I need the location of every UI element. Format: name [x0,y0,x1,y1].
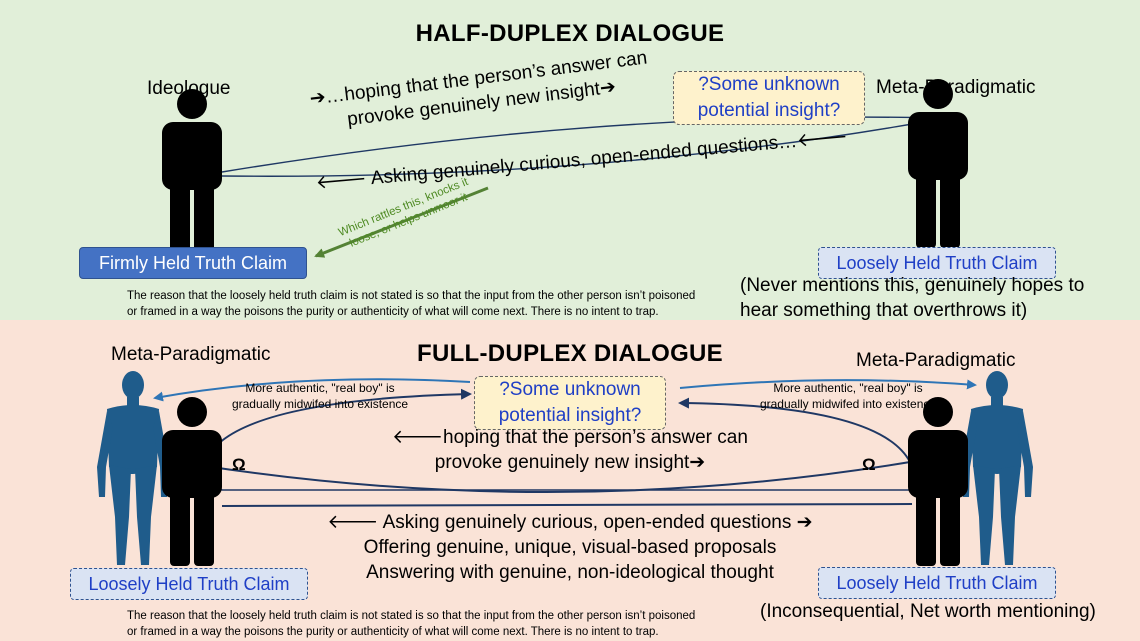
right-person-icon [908,397,968,566]
full-duplex-title: FULL-DUPLEX DIALOGUE [417,340,723,367]
meta-paradigmatic-label: Meta-Paradigmatic [876,77,1036,98]
left-human-body-icon [97,371,169,565]
dialogue-actions: 🡐 Asking genuinely curious, open-ended q… [327,512,813,583]
firmly-held-truth-claim: Firmly Held Truth Claim [79,247,307,279]
right-human-body-icon [961,371,1033,565]
left-meta-paradigmatic-label: Meta-Paradigmatic [111,344,271,365]
hoping-caption-bottom: 🡐hoping that the person’s answer can pro… [392,427,748,473]
omega-left: Ω [232,455,246,474]
omega-right: Ω [862,455,876,474]
note-bottom: The reason that the loosely held truth c… [127,610,696,638]
ideologue-person-icon [162,89,222,258]
insight-box-top: ?Some unknown potential insight? [673,71,865,125]
rattles-arrow [314,186,489,258]
half-duplex-title: HALF-DUPLEX DIALOGUE [415,20,725,47]
loosely-held-truth-claim-left: Loosely Held Truth Claim [70,568,308,600]
note-top: The reason that the loosely held truth c… [127,290,696,318]
meta-paradigmatic-person-icon [908,79,968,248]
right-meta-paradigmatic-label: Meta-Paradigmatic [856,350,1016,371]
inconsequential-caption: (Inconsequential, Net worth mentioning) [760,601,1096,622]
insight-box-bottom: ?Some unknown potential insight? [474,376,666,430]
ideologue-label: Ideologue [147,78,231,99]
never-mentions-caption: (Never mentions this, genuinely hopes to… [740,275,1085,321]
left-person-icon [162,397,222,566]
authentic-caption-left: More authentic, "real boy" is gradually … [231,381,409,411]
loosely-held-truth-claim-top: Loosely Held Truth Claim [818,247,1056,279]
loosely-held-truth-claim-right: Loosely Held Truth Claim [818,567,1056,599]
authentic-caption-right: More authentic, "real boy" is gradually … [759,381,937,411]
